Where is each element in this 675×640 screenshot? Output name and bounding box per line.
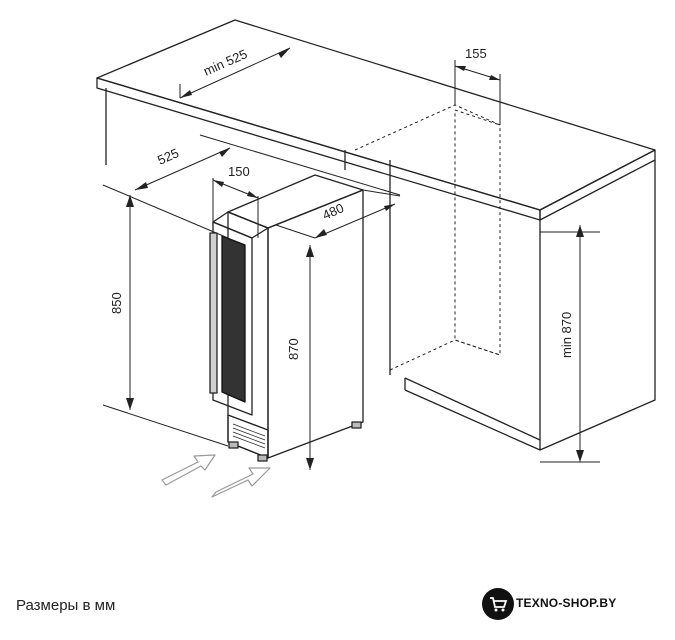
dimension-arrows [126,48,584,470]
right-cabinet [404,160,656,451]
shop-logo: TEXNO-SHOP.BY [482,588,622,622]
niche-outline [354,104,501,371]
dim-cutout-offset: 155 [465,46,487,61]
dim-niche-height-min: min 870 [559,312,574,358]
dimensions-caption: Размеры в мм [16,597,116,614]
logo-text: TEXNO-SHOP.BY [516,596,617,610]
dimension-lines [102,47,600,470]
dim-depth: 480 [320,200,346,223]
countertop [96,19,656,221]
cart-icon [482,588,514,620]
dim-unit-height: 870 [286,338,301,360]
dim-countertop-depth-min: min 525 [201,46,249,79]
airflow-arrows [161,454,271,498]
dim-cabinet-depth: 525 [155,145,181,168]
dim-door-width: 150 [228,164,250,179]
dim-height-left: 850 [109,292,124,314]
wine-cooler [209,174,364,462]
